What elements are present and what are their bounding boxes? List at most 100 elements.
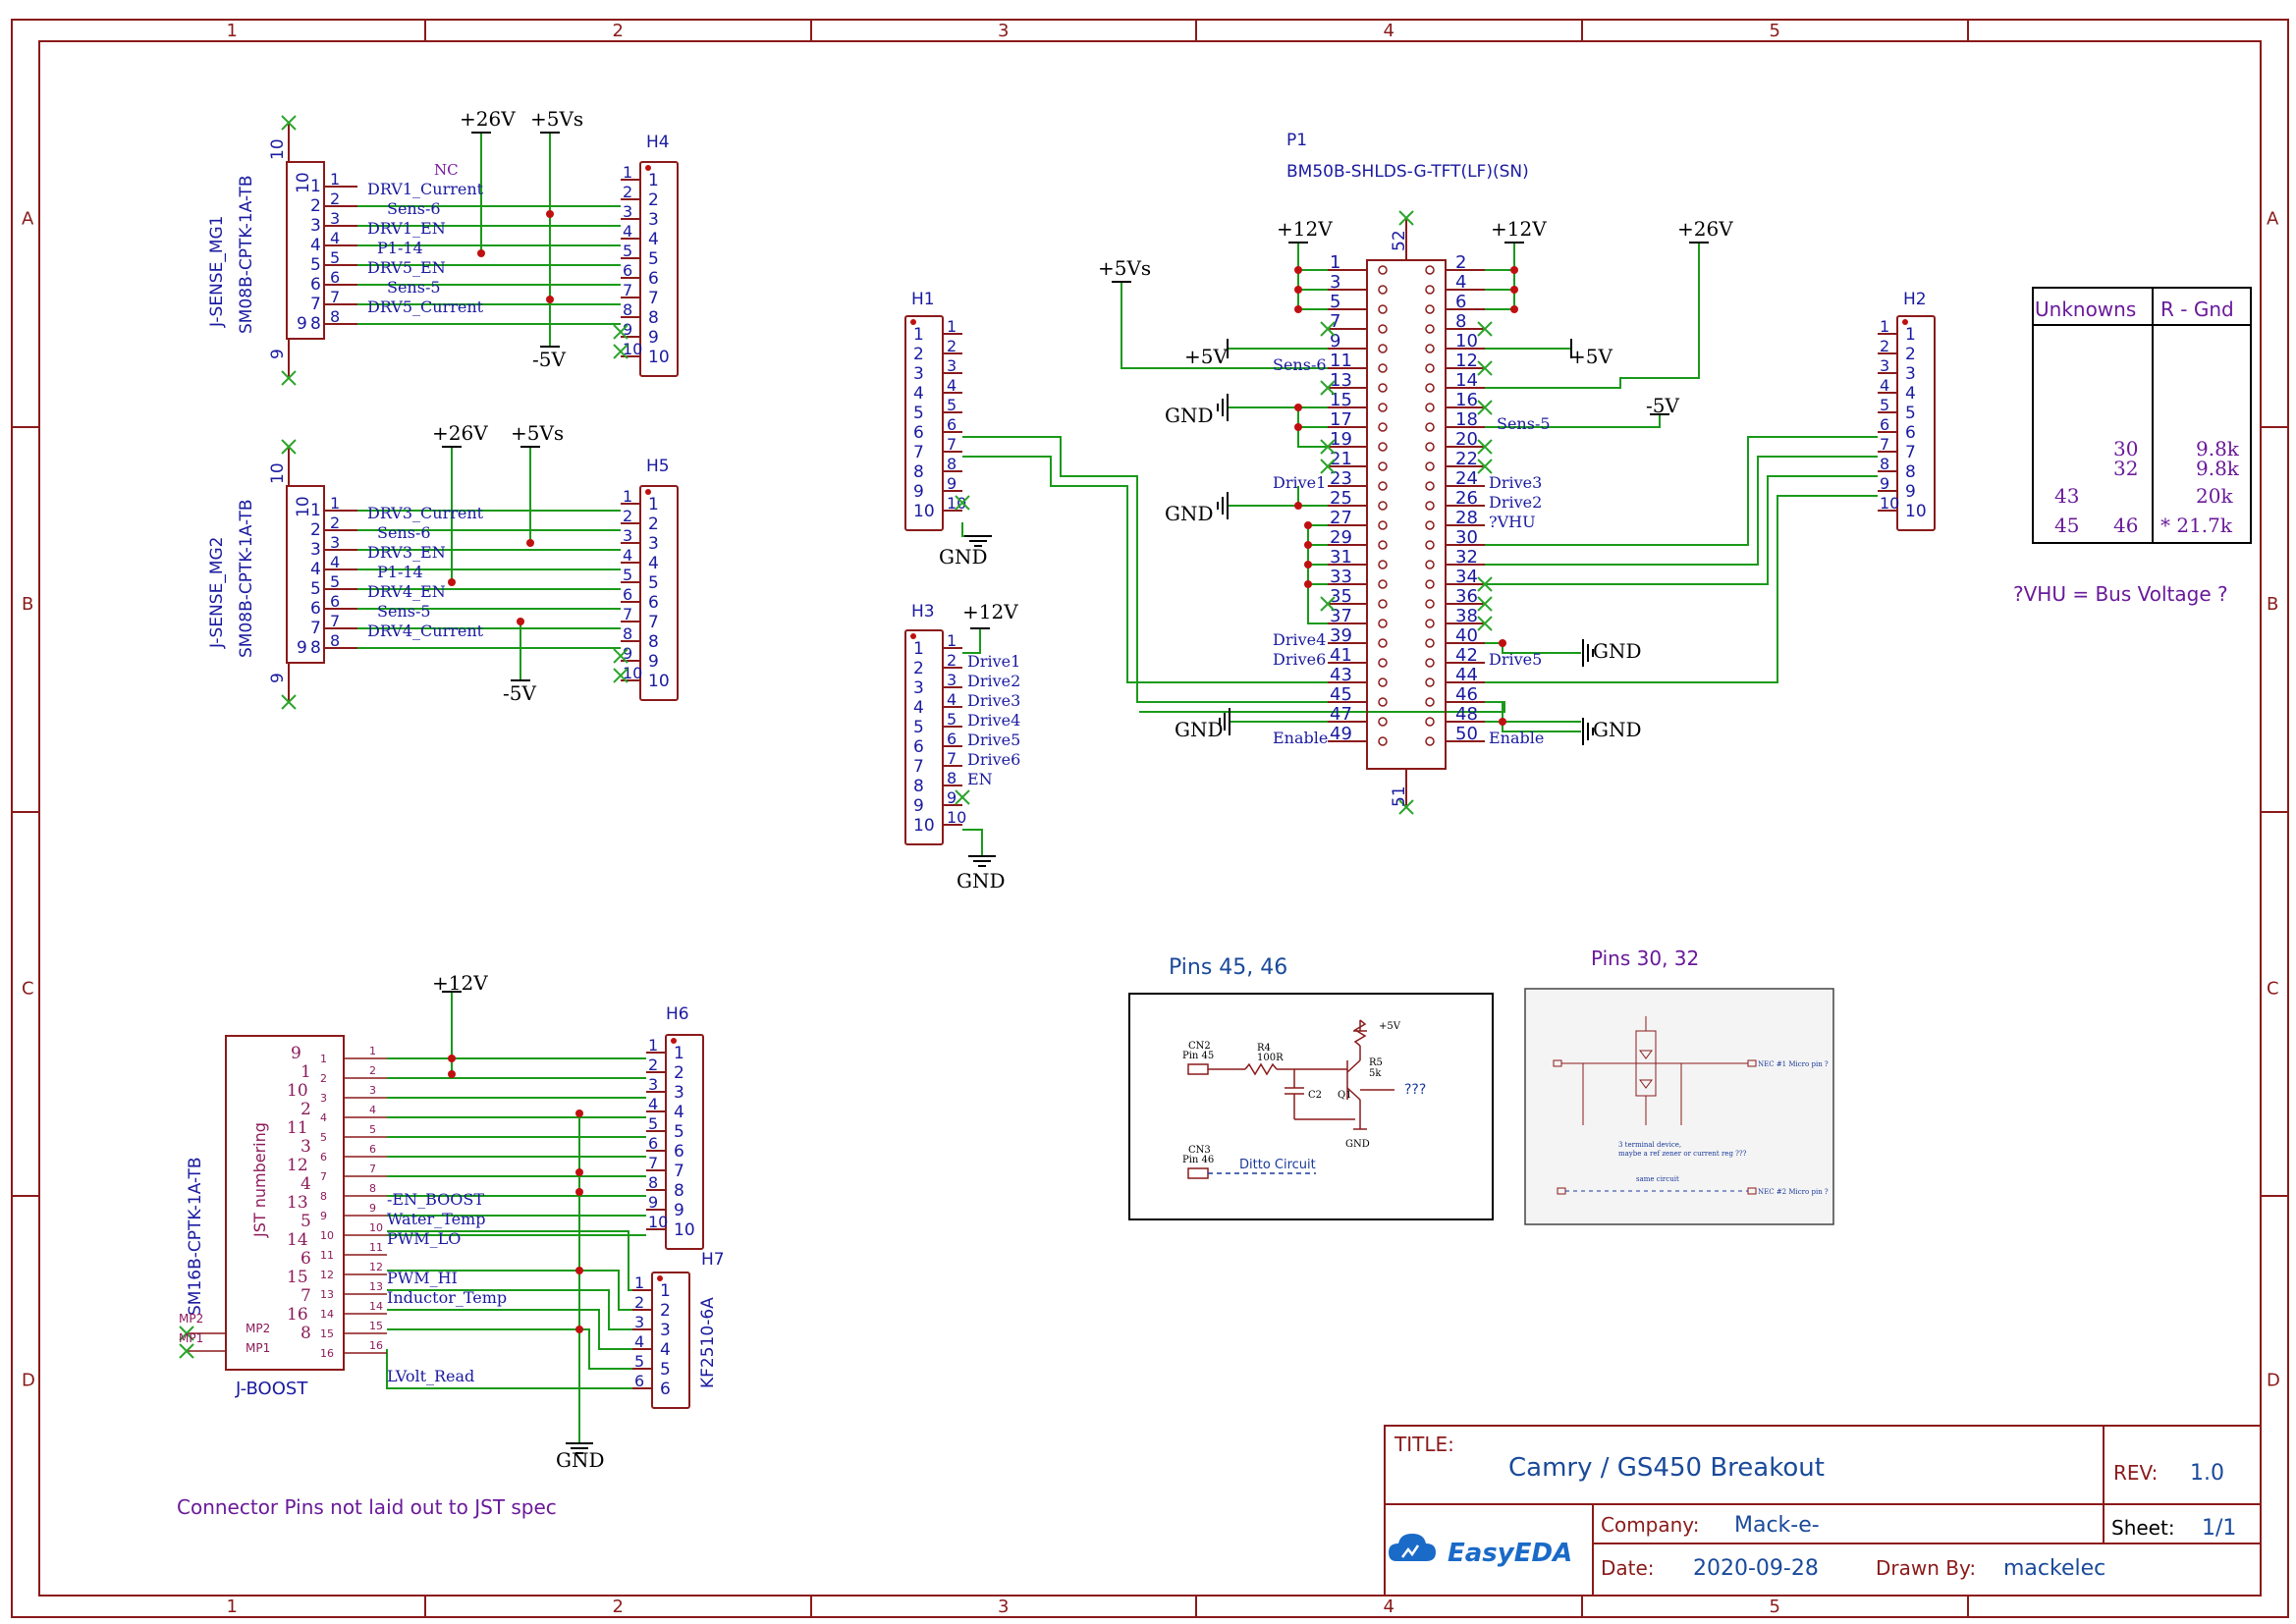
pin-num: 1 [310, 501, 321, 520]
jboost-jst-number: 9 [291, 1044, 301, 1063]
pin-num: 9 [268, 349, 288, 359]
gnd-symbol [1582, 718, 1594, 745]
h3-pin-num: 2 [913, 659, 924, 678]
p1-label-sens5: Sens-5 [1497, 414, 1551, 433]
h3-pin-num-outer: 9 [947, 788, 957, 807]
inset1-r5v: 5k [1369, 1068, 1382, 1079]
jboost-pin-num: 4 [320, 1111, 327, 1124]
p1-pad [1425, 501, 1435, 511]
company-value: Mack-e- [1734, 1513, 1820, 1538]
mg2-header-pin-num-outer: 10 [623, 664, 642, 682]
inset2-out1: NEC #1 Micro pin ? [1758, 1060, 1829, 1068]
inset1-q1: Q1 [1338, 1090, 1352, 1101]
table-row-1-c: 9.8k [2196, 437, 2240, 460]
junction-dot [1499, 718, 1506, 726]
h3-net-drive3: Drive3 [967, 691, 1020, 710]
p1-pad [1425, 717, 1435, 727]
h2-pin-num: 2 [1905, 345, 1916, 364]
p1-connector[interactable]: P1 BM50B-SHLDS-G-TFT(LF)(SN) 52 51 +12V … [1098, 131, 1733, 807]
drawn-value: mackelec [2003, 1556, 2105, 1581]
jboost-mp1: MP1 [246, 1341, 270, 1355]
frame-column-label-top: 3 [998, 21, 1009, 41]
mg2-header-pin-num-outer: 6 [623, 585, 632, 604]
h3-net-drive5: Drive5 [967, 731, 1020, 749]
inset1-r4: R4 [1257, 1043, 1271, 1054]
p1-label-drive6: Drive6 [1273, 650, 1326, 669]
p1-pad [1378, 383, 1388, 393]
mg2-header-pin-num-outer: 9 [623, 644, 632, 663]
junction-dot [1294, 286, 1302, 294]
no-connect-mark [1477, 459, 1493, 474]
pin-num: 4 [330, 553, 340, 571]
h6-pin-num-outer: 10 [648, 1213, 668, 1231]
h2-pin-num: 5 [1905, 404, 1916, 423]
jboost-net-13: PWM_HI [387, 1269, 458, 1287]
mg2-connector[interactable]: J-SENSE_MG2 SM08B-CPTK-1A-TB H5 +26V +5V… [207, 421, 670, 705]
p1-pad [1425, 638, 1435, 648]
p1-pad [1425, 619, 1435, 628]
pin1-marker [645, 165, 651, 171]
inset1-pin45: Pin 45 [1182, 1051, 1214, 1061]
h7-pin-num-outer: 4 [634, 1332, 644, 1351]
jboost-pin-num: 16 [320, 1347, 334, 1360]
p1-pad [1425, 677, 1435, 687]
mg2-header-pin-num-outer: 1 [623, 487, 632, 506]
p1-pin-num-left: 17 [1330, 409, 1352, 430]
frame-grid-marks [12, 20, 2288, 1617]
h1-pin-num-outer: 3 [947, 356, 957, 375]
pin-num: 2 [330, 514, 340, 532]
junction-dot [575, 1110, 583, 1117]
jboost-part: SM16B-CPTK-1A-TB [186, 1157, 205, 1316]
mg1-connector[interactable]: J-SENSE_MG1 SM08B-CPTK-1A-TB H4 +26V +5V… [207, 107, 670, 371]
no-connect-mark [955, 789, 970, 805]
inset2-line1: 3 terminal device, [1618, 1141, 1681, 1149]
h2-pin-num-outer: 6 [1880, 415, 1889, 434]
mg2-net-8: DRV4_Current [367, 622, 484, 640]
h6-pin-num-outer: 1 [648, 1036, 658, 1055]
h7-pin-num: 2 [660, 1301, 671, 1321]
no-connect-mark [179, 1343, 194, 1359]
no-connect-mark [1477, 576, 1493, 592]
p1-pin-num-left: 25 [1330, 488, 1352, 509]
p1-pin-num-left: 39 [1330, 625, 1352, 646]
h2-pin-num-outer: 5 [1880, 396, 1889, 414]
pin1-marker [1902, 319, 1908, 325]
h2-ref: H2 [1903, 290, 1927, 309]
p1-pin-num-right: 2 [1455, 252, 1466, 273]
frame-row-label-left: A [22, 209, 34, 230]
p1-gnd-2: GND [1165, 502, 1214, 525]
h6-pin-num: 4 [674, 1103, 684, 1122]
no-connect-mark [1477, 360, 1493, 376]
jboost-connector[interactable]: J-BOOST SM16B-CPTK-1A-TB JST numbering 9… [177, 971, 725, 1519]
gnd-symbol [1217, 394, 1229, 421]
frame-column-label-bottom: 2 [613, 1597, 624, 1617]
wire-layer [357, 133, 1878, 1443]
mg2-header-pin-num-outer: 4 [623, 546, 632, 565]
no-connect-mark [613, 324, 629, 340]
junction-dot [575, 1326, 583, 1333]
p1-pad [1425, 442, 1435, 452]
mg1-net-3: Sens-6 [387, 199, 441, 218]
no-connect-mark [1477, 439, 1493, 455]
gnd-symbol [1582, 639, 1594, 667]
pin-num: 9 [268, 673, 288, 683]
h6-pin-num: 2 [674, 1063, 684, 1083]
h7-pin-num-outer: 5 [634, 1352, 644, 1371]
p1-pad [1425, 265, 1435, 275]
inset1-cn2: CN2 [1188, 1041, 1211, 1052]
jboost-pin-num: 10 [320, 1229, 334, 1242]
mg1-header-pin-num: 1 [648, 171, 659, 190]
h3-pin-num: 5 [913, 718, 924, 737]
no-connect-mark [281, 439, 297, 455]
mg1-net-7: Sens-5 [387, 278, 441, 297]
h6-pin-num-outer: 5 [648, 1114, 658, 1133]
h7-pin-num-outer: 1 [634, 1273, 644, 1292]
inset1-vcc: +5V [1379, 1021, 1401, 1032]
h3-pin-num: 4 [913, 698, 924, 718]
h6-pin-num: 9 [674, 1201, 684, 1220]
jboost-h7-wire [387, 1309, 632, 1350]
h2-pin-num-outer: 8 [1880, 455, 1889, 473]
date-value: 2020-09-28 [1693, 1556, 1819, 1581]
mg2-header-pin-num: 9 [648, 652, 659, 672]
